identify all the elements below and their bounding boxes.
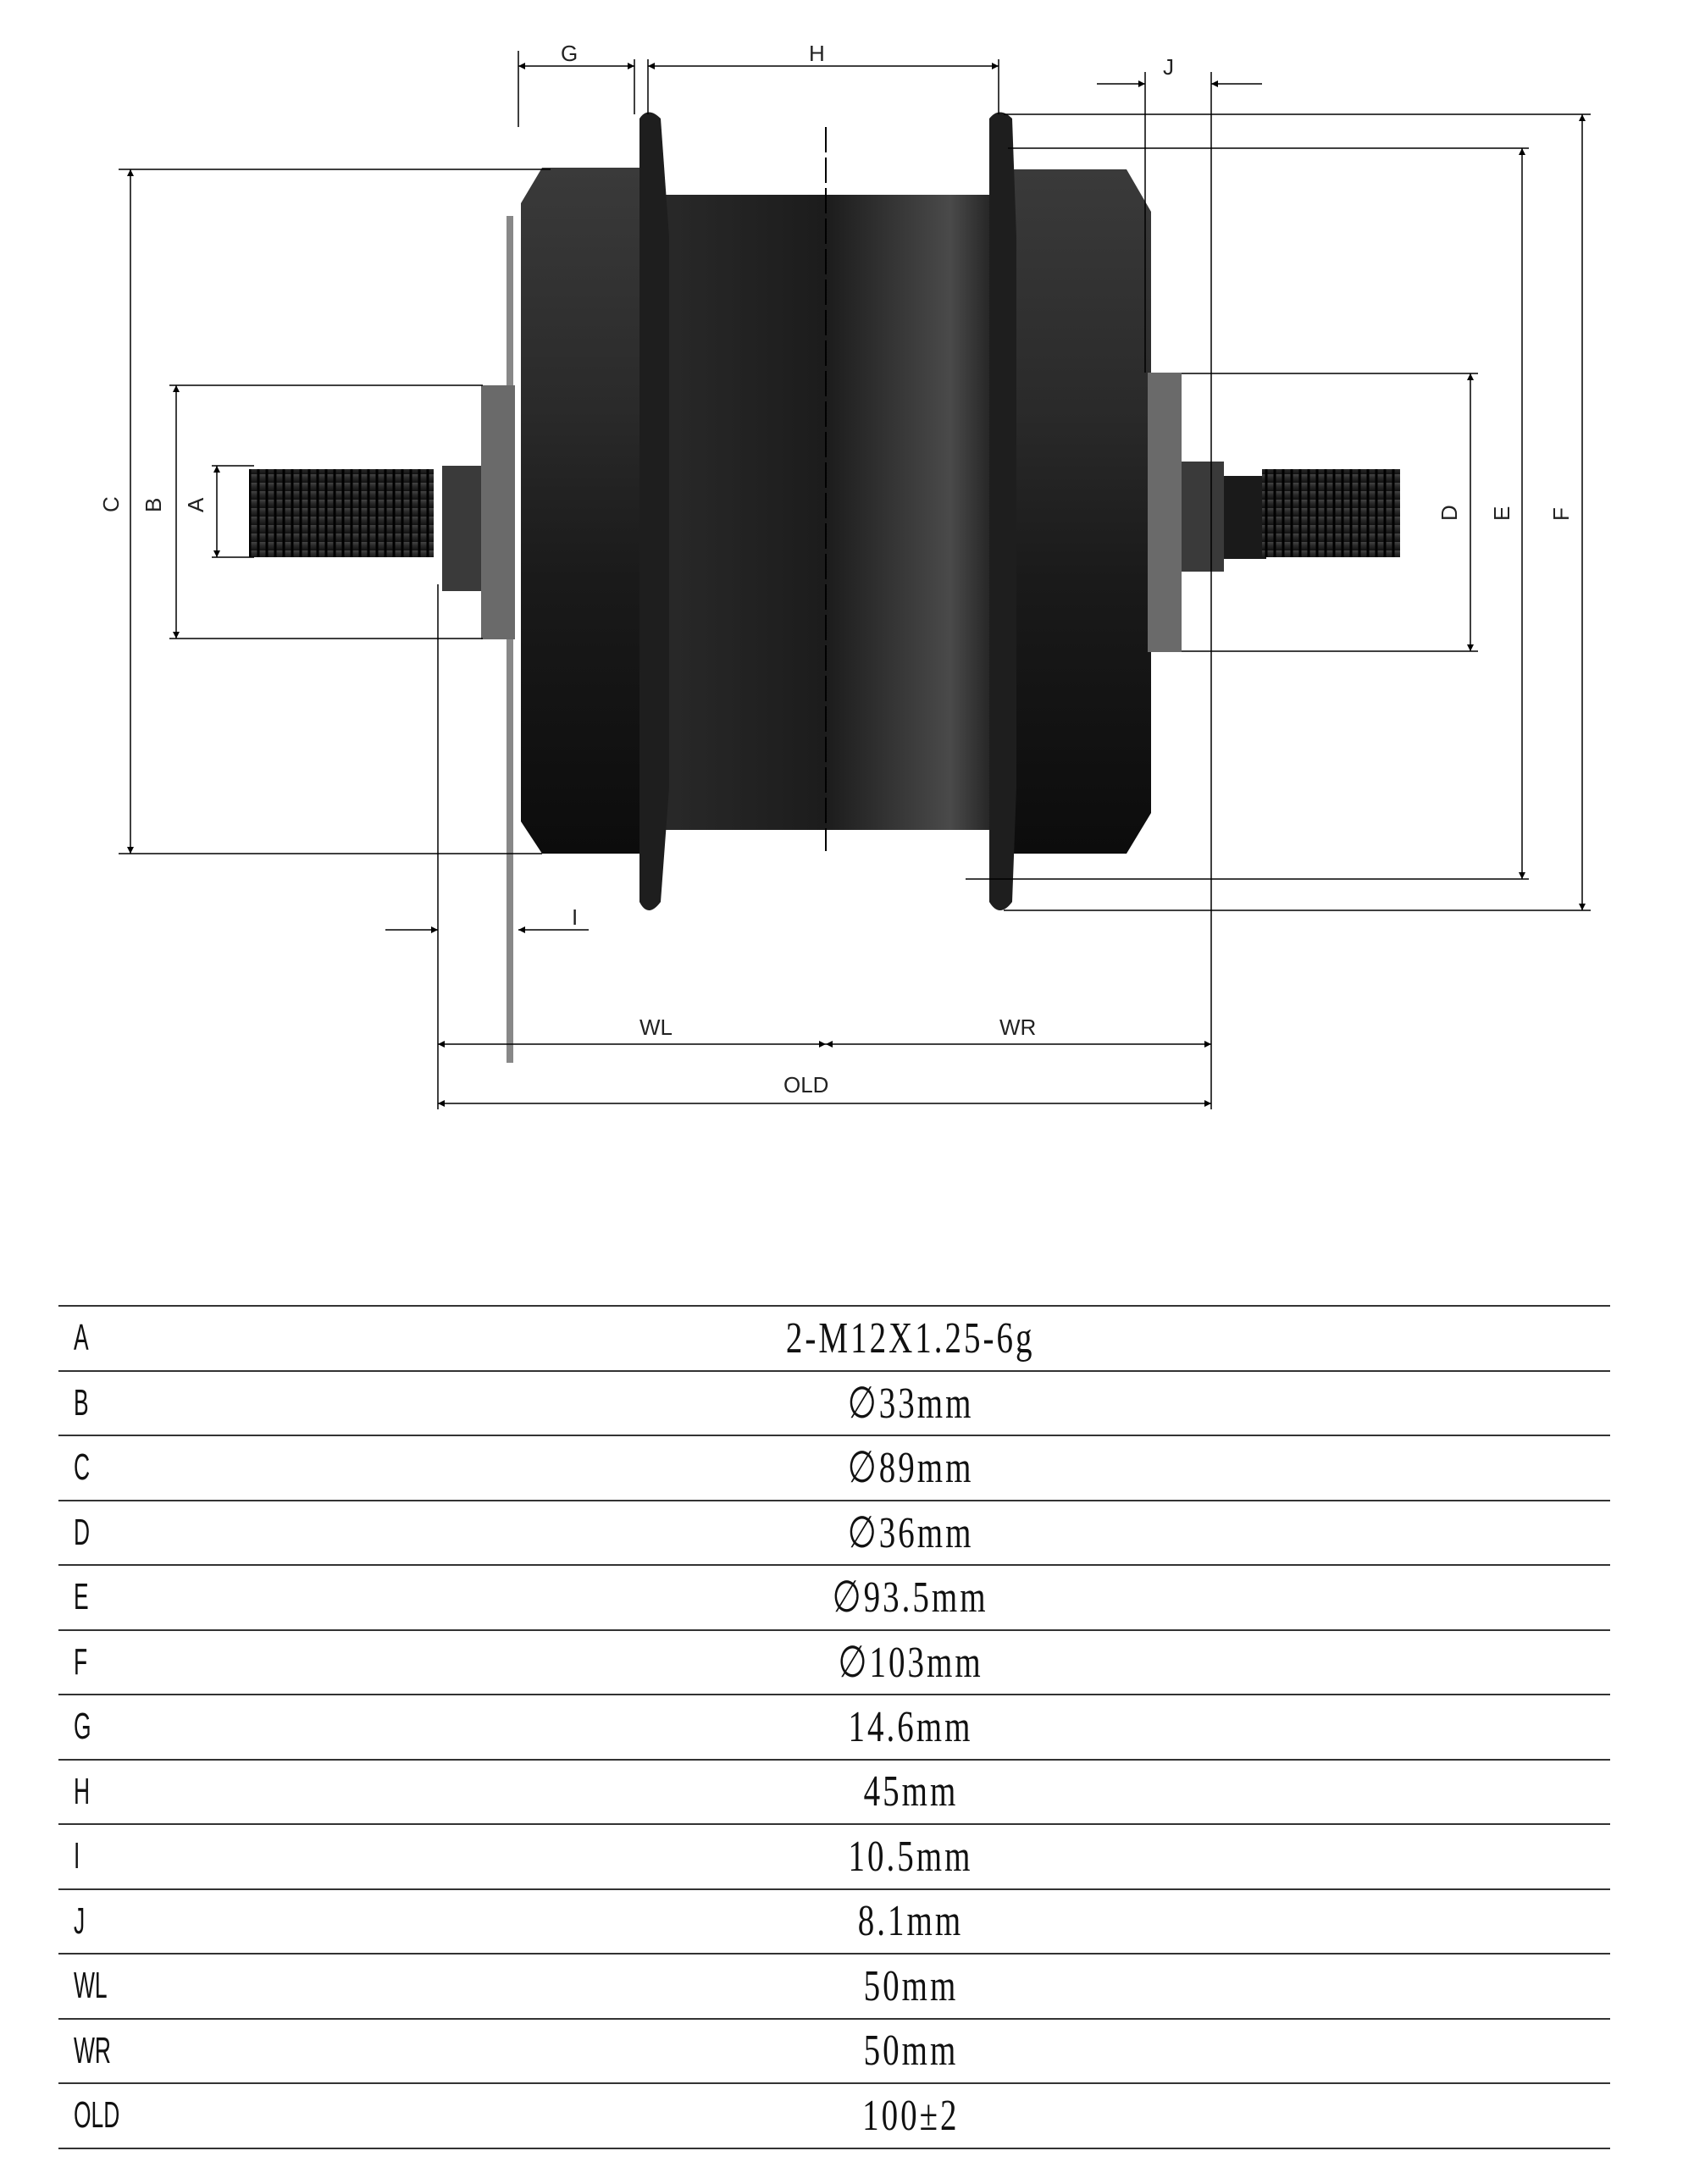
dim-label-a: A bbox=[183, 497, 208, 512]
row-value: 10.5mm bbox=[848, 1832, 973, 1881]
table-row: WR 50mm bbox=[58, 2019, 1610, 2084]
table-row: G 14.6mm bbox=[58, 1695, 1610, 1760]
hub-motor-drawing: C B A D E F G H J I WL WR OLD bbox=[98, 41, 1591, 1109]
table-row: WL 50mm bbox=[58, 1954, 1610, 2019]
row-value: 14.6mm bbox=[848, 1702, 973, 1751]
row-label-cell: WL bbox=[58, 1954, 211, 2019]
row-label: B bbox=[74, 1381, 89, 1424]
right-flange bbox=[989, 112, 1016, 910]
row-label: I bbox=[74, 1835, 80, 1877]
table-row: I 10.5mm bbox=[58, 1824, 1610, 1889]
row-value-cell: 50mm bbox=[211, 2019, 1610, 2084]
row-label-cell: A bbox=[58, 1306, 211, 1371]
row-value: ∅93.5mm bbox=[833, 1573, 989, 1623]
hub-body bbox=[249, 112, 1400, 1063]
row-value: 100±2 bbox=[861, 2091, 960, 2140]
row-label: OLD bbox=[74, 2094, 120, 2137]
table-row: J 8.1mm bbox=[58, 1889, 1610, 1955]
row-label-cell: C bbox=[58, 1435, 211, 1501]
table-row: H 45mm bbox=[58, 1760, 1610, 1825]
right-axle-thread bbox=[1262, 469, 1400, 557]
row-value-cell: 50mm bbox=[211, 1954, 1610, 2019]
dim-label-c: C bbox=[98, 496, 124, 512]
row-label-cell: WR bbox=[58, 2019, 211, 2084]
row-value-cell: 100±2 bbox=[211, 2083, 1610, 2148]
row-label: J bbox=[74, 1899, 86, 1942]
row-label-cell: F bbox=[58, 1630, 211, 1695]
dim-label-g: G bbox=[561, 41, 578, 66]
row-value-cell: 45mm bbox=[211, 1760, 1610, 1825]
table-row: OLD 100±2 bbox=[58, 2083, 1610, 2148]
table-row: C ∅89mm bbox=[58, 1435, 1610, 1501]
row-label-cell: OLD bbox=[58, 2083, 211, 2148]
dim-label-i: I bbox=[572, 904, 578, 930]
row-value: 45mm bbox=[863, 1767, 958, 1816]
row-value: 50mm bbox=[863, 2026, 958, 2076]
left-axle-thread bbox=[249, 469, 434, 557]
row-label: D bbox=[74, 1511, 91, 1553]
dim-label-f: F bbox=[1548, 507, 1574, 521]
row-label: A bbox=[74, 1317, 89, 1359]
row-value: 50mm bbox=[863, 1961, 958, 2010]
dim-label-old: OLD bbox=[783, 1072, 828, 1098]
row-label: H bbox=[74, 1770, 91, 1812]
row-label-cell: I bbox=[58, 1824, 211, 1889]
dim-label-h: H bbox=[809, 41, 825, 66]
dim-label-wl: WL bbox=[639, 1015, 673, 1040]
dim-label-wr: WR bbox=[999, 1015, 1036, 1040]
row-value: ∅33mm bbox=[847, 1379, 974, 1428]
row-label-cell: H bbox=[58, 1760, 211, 1825]
row-value: ∅36mm bbox=[847, 1508, 974, 1557]
dimension-labels: C B A D E F G H J I WL WR OLD bbox=[98, 41, 1574, 1098]
table-row: D ∅36mm bbox=[58, 1501, 1610, 1566]
row-value-cell: 8.1mm bbox=[211, 1889, 1610, 1955]
row-value: ∅103mm bbox=[838, 1638, 983, 1687]
row-value-cell: ∅93.5mm bbox=[211, 1565, 1610, 1630]
row-label: F bbox=[74, 1640, 88, 1683]
row-label: WR bbox=[74, 2029, 111, 2071]
row-value-cell: 2-M12X1.25-6g bbox=[211, 1306, 1610, 1371]
row-label-cell: B bbox=[58, 1371, 211, 1436]
left-flange bbox=[639, 112, 669, 910]
dim-label-d: D bbox=[1437, 505, 1462, 521]
dim-label-j: J bbox=[1163, 54, 1174, 80]
row-value-cell: ∅36mm bbox=[211, 1501, 1610, 1566]
table-row: A 2-M12X1.25-6g bbox=[58, 1306, 1610, 1371]
dim-label-b: B bbox=[141, 498, 166, 512]
table-row: B ∅33mm bbox=[58, 1371, 1610, 1436]
row-value-cell: ∅33mm bbox=[211, 1371, 1610, 1436]
row-label: C bbox=[74, 1446, 91, 1489]
row-value-cell: ∅103mm bbox=[211, 1630, 1610, 1695]
table-row: E ∅93.5mm bbox=[58, 1565, 1610, 1630]
dim-label-e: E bbox=[1489, 506, 1514, 521]
table-row: F ∅103mm bbox=[58, 1630, 1610, 1695]
left-axle-nut bbox=[442, 466, 481, 591]
row-value: 2-M12X1.25-6g bbox=[786, 1313, 1035, 1363]
row-value: 8.1mm bbox=[857, 1897, 964, 1946]
row-label-cell: D bbox=[58, 1501, 211, 1566]
dimension-lines bbox=[119, 51, 1591, 1109]
row-label: WL bbox=[74, 1965, 108, 2007]
row-value-cell: ∅89mm bbox=[211, 1435, 1610, 1501]
right-axle-nut bbox=[1182, 462, 1224, 572]
row-label-cell: E bbox=[58, 1565, 211, 1630]
row-value-cell: 14.6mm bbox=[211, 1695, 1610, 1760]
row-label-cell: G bbox=[58, 1695, 211, 1760]
row-label-cell: J bbox=[58, 1889, 211, 1955]
row-value-cell: 10.5mm bbox=[211, 1824, 1610, 1889]
row-value: ∅89mm bbox=[847, 1444, 974, 1493]
row-label: G bbox=[74, 1706, 91, 1748]
row-label: E bbox=[74, 1576, 89, 1618]
